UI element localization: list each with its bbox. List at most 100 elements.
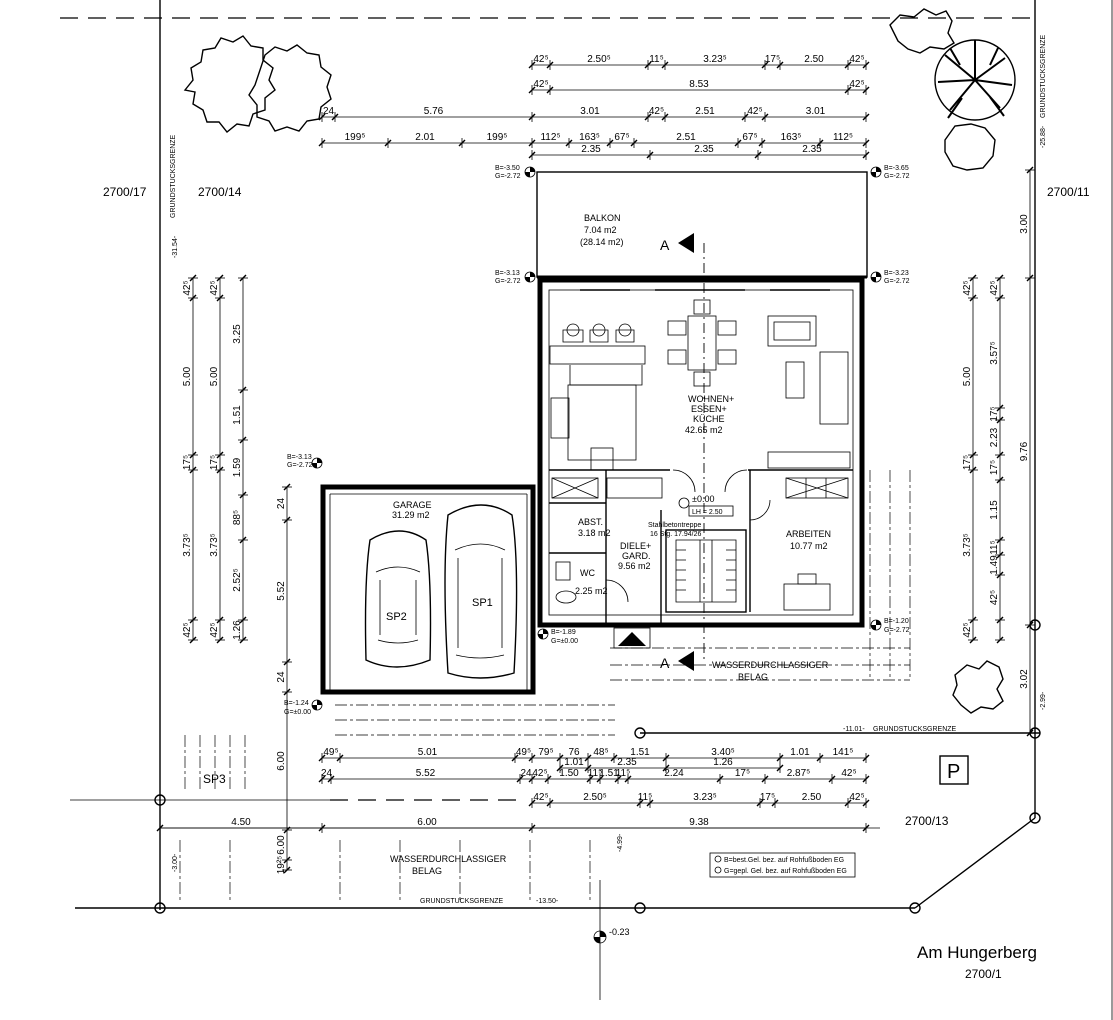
dims_left_2-tick-mark — [216, 636, 224, 644]
dims_garage-tick-mark — [283, 856, 291, 864]
dims_top_3-tick-mark — [661, 113, 669, 121]
svg-text:G=-2.72: G=-2.72 — [884, 627, 910, 634]
dims_left_2-label: 17⁵ — [209, 455, 220, 470]
dims_bottom_1-tick-mark — [862, 754, 870, 762]
dims_left_1-tick-mark — [189, 294, 197, 302]
dims_bottom_3-tick-mark — [646, 799, 654, 807]
boundary-distance-east: -25.88- — [1040, 125, 1047, 148]
dims_garage-label: 24 — [276, 498, 287, 510]
dims_bottom_3-tick-mark — [844, 799, 852, 807]
room-name-garage: GARAGE — [393, 500, 432, 510]
dims_right_2-tick-mark — [996, 416, 1004, 424]
dims_top_2-tick-mark — [546, 86, 554, 94]
dims_bottom_1-label: 79⁵ — [538, 747, 553, 758]
dims_top_4-label: 2.51 — [676, 132, 696, 143]
svg-text:B=-3.23: B=-3.23 — [884, 270, 909, 277]
parcel-2700-11: 2700/11 — [1047, 185, 1090, 199]
dims_bottom_2-tick-mark — [528, 775, 536, 783]
dims_bottom_1-tick-mark — [336, 754, 344, 762]
room-area-abst: 3.18 m2 — [578, 528, 611, 538]
dims_bottom_2-label: 2.24 — [664, 768, 684, 779]
svg-text:-0.23: -0.23 — [609, 927, 630, 937]
parcel-2700-1: 2700/1 — [965, 967, 1002, 981]
legend-line-1: B=best.Gel. bez. auf Rohfußboden EG — [724, 857, 844, 864]
svg-text:B=-1.89: B=-1.89 — [551, 629, 576, 636]
dims_bottom_3-label: 3.23⁵ — [693, 792, 717, 803]
dims_bottom_1-label: 1.51 — [630, 747, 650, 758]
dims_garage-tick-mark — [283, 658, 291, 666]
dims_top_2-tick-mark — [862, 86, 870, 94]
dims_bottom_2-tick-mark — [596, 775, 604, 783]
dims_top_4-tick-mark — [565, 139, 573, 147]
dims_right_2-label: 17⁵ — [989, 406, 1000, 421]
elevation-w-balcony: B=-3.13 G=-2.72 — [495, 270, 536, 285]
car-icon: SP1 — [444, 504, 518, 679]
dims_bottom_1-tick-mark — [318, 754, 326, 762]
dims_left_3-label: 3.25 — [232, 324, 243, 344]
dims_top_1-tick-mark — [844, 61, 852, 69]
dims_garage-label: 24 — [276, 671, 287, 683]
svg-text:G=-2.72: G=-2.72 — [884, 278, 910, 285]
dims_right_3-tick-mark — [1026, 621, 1034, 629]
tree-icon — [889, 8, 1016, 714]
svg-text:B=-3.13: B=-3.13 — [495, 270, 520, 277]
parcel-labels: 2700/17 2700/14 2700/11 2700/13 Am Hunge… — [103, 34, 1090, 981]
dims_top_4-tick-mark — [528, 139, 536, 147]
dims_left_1-tick-mark — [189, 466, 197, 474]
dims_top_4-tick-mark — [630, 139, 638, 147]
dims_left_3-tick-mark — [239, 636, 247, 644]
dims_top_3-label: 42⁵ — [747, 106, 762, 117]
elevation-ground: -0.23 — [593, 927, 630, 944]
dims_left_3-label: 1.51 — [232, 405, 243, 425]
dims_right_2-tick-mark — [996, 571, 1004, 579]
dims_left_3-tick-mark — [239, 491, 247, 499]
dims_bottom_3-label: 11⁵ — [638, 792, 653, 803]
dims_right_2-tick-mark — [996, 616, 1004, 624]
dims_top_1-tick-mark — [862, 61, 870, 69]
dims_bottom_2-tick-mark — [761, 775, 769, 783]
street-name: Am Hungerberg — [917, 943, 1037, 962]
dims_left_1-tick-mark — [189, 636, 197, 644]
dims_left_2-label: 42⁵ — [209, 622, 220, 637]
dims_top_3-label: 5.76 — [424, 106, 444, 117]
room-labels: WOHNEN+ ESSEN+ KÜCHE 42.65 m2 ABST. 3.18… — [575, 394, 831, 596]
dims_bottom_4-label: 9.38 — [689, 817, 709, 828]
dims_bottom_1-label: 141⁵ — [833, 747, 854, 758]
sofa-icon — [767, 315, 851, 469]
dims_right_3-label: 3.00 — [1019, 214, 1030, 234]
dims_bottom_2-tick-mark — [614, 775, 622, 783]
dims_top_3-label: 42⁵ — [649, 106, 664, 117]
dims_bottom_3-label: 42⁵ — [533, 792, 548, 803]
dims_bottom_1-tick-mark — [584, 754, 592, 762]
dims_bottom_1-tick-mark — [511, 754, 519, 762]
section-marker-top: A — [660, 233, 705, 660]
boundary-distance-south: -13.50- — [536, 898, 559, 905]
dims_left_1-label: 5.00 — [182, 366, 193, 386]
room-name-wohnen: WOHNEN+ — [688, 394, 734, 404]
dims_top_1-tick-mark — [661, 61, 669, 69]
dims_top_3-tick-mark — [741, 113, 749, 121]
dims_top_4-tick-mark — [734, 139, 742, 147]
pavement-label-1: WASSERDURCHLASSIGER — [712, 660, 829, 670]
room-name-wc: WC — [580, 568, 595, 578]
dims_right_1-label: 17⁵ — [962, 455, 973, 470]
dims_top_1-tick-mark — [761, 61, 769, 69]
elevation-e-balcony: B=-3.23 G=-2.72 — [870, 270, 910, 285]
wc-fixtures — [555, 469, 771, 604]
legend: B=best.Gel. bez. auf Rohfußboden EG G=ge… — [709, 852, 856, 878]
stairs: Stahlbetontreppe 16 Stg. 17.94/26 — [648, 522, 747, 613]
dims_left_1-label: 42⁵ — [182, 280, 193, 295]
level-marker: ±0.00 LH = 2.50 — [678, 494, 734, 517]
dims_top_4-tick-mark — [862, 139, 870, 147]
dims_top_5-tick-mark — [754, 151, 762, 159]
dims_right_3-label: 3.02 — [1019, 669, 1030, 689]
dims_bottom_1-tick-mark — [816, 754, 824, 762]
pavement-label-4: BELAG — [412, 866, 442, 876]
dims_left_3-tick-mark — [239, 386, 247, 394]
room-extra-balkon: (28.14 m2) — [580, 237, 624, 247]
dims_top_1-tick-mark — [644, 61, 652, 69]
dims_right_1-tick-mark — [969, 466, 977, 474]
pavement-label-3: WASSERDURCHLASSIGER — [390, 854, 507, 864]
